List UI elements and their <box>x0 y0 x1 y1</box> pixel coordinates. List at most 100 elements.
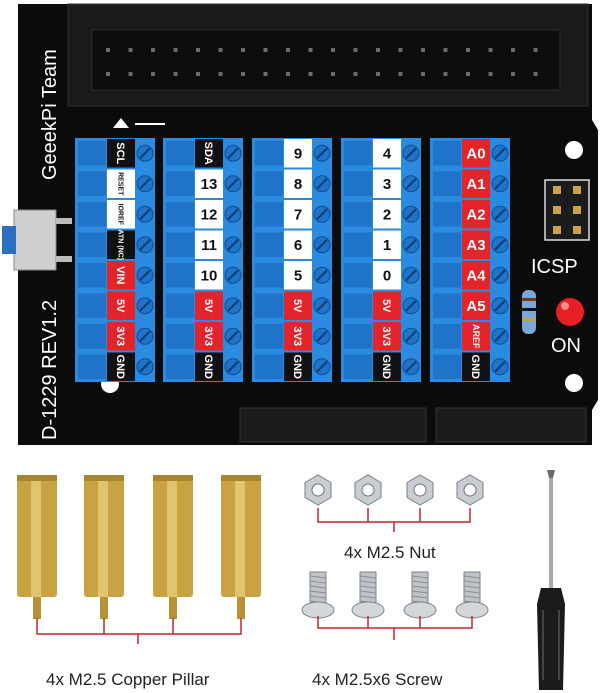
wire-entry <box>255 141 283 166</box>
pin-label: GND <box>469 355 481 380</box>
wire-entry <box>255 232 283 257</box>
pin-label: A3 <box>466 237 485 254</box>
pin-label-bg <box>373 200 401 229</box>
header-pin <box>488 72 493 76</box>
wire-entry <box>255 293 283 318</box>
header-pin <box>488 48 493 52</box>
wire-entry <box>344 324 372 349</box>
thread-line <box>463 575 481 579</box>
header-pin <box>241 72 245 76</box>
screw-slot <box>139 208 151 220</box>
pin-label: 0 <box>383 268 391 285</box>
header-pin <box>241 48 245 52</box>
pin-label: 11 <box>201 237 217 254</box>
screw-slot <box>494 330 506 342</box>
header-pin <box>511 72 515 76</box>
pin-label: 3V3 <box>114 326 126 346</box>
screw-slot <box>227 147 239 159</box>
pin-label: GND <box>202 355 214 380</box>
pin-label-bg <box>462 261 490 290</box>
header-pin <box>443 72 448 76</box>
pin-label: 3V3 <box>291 326 303 346</box>
pin-label: SDA <box>202 142 214 165</box>
wire-entry <box>433 171 461 196</box>
pin-label-bg <box>107 139 135 168</box>
pin-label-bg <box>373 352 401 381</box>
nut-bracket <box>317 508 471 532</box>
screw-slot <box>139 147 151 159</box>
wire-entry <box>166 141 194 166</box>
screw-slot <box>316 147 328 159</box>
pin-label-bg <box>195 139 223 168</box>
pin-label-bg <box>107 169 135 198</box>
header-pin <box>263 48 268 52</box>
pin-label: A5 <box>466 298 485 315</box>
header-pin <box>218 72 223 76</box>
header-pin <box>106 48 110 52</box>
pin-label: 1 <box>383 237 391 254</box>
pin-label-bg <box>462 169 490 198</box>
resistor <box>522 290 536 334</box>
wire-entry <box>255 202 283 227</box>
screw <box>403 571 437 619</box>
header-pin <box>421 72 425 76</box>
pin-label: RESET <box>117 172 124 196</box>
screw-slot <box>139 361 151 373</box>
pillar-thread <box>33 597 41 619</box>
pin-label-bg <box>195 261 223 290</box>
copper-pillar <box>153 475 193 619</box>
header-pin <box>128 48 133 52</box>
nut-hole <box>463 483 477 497</box>
screws <box>301 571 489 619</box>
screw-slot <box>494 208 506 220</box>
rev-label: D-1229 REV1.2 <box>39 300 61 440</box>
pin-label-bg <box>462 139 490 168</box>
thread-line <box>411 585 429 589</box>
pillar-top <box>221 475 261 481</box>
icsp-label: ICSP <box>531 256 578 278</box>
screw-slot <box>405 361 417 373</box>
nut <box>354 474 382 506</box>
pin-label: 5 <box>294 268 302 285</box>
header-pin <box>173 72 178 76</box>
screw-slot <box>316 330 328 342</box>
pin-label-bg <box>195 200 223 229</box>
header-pin <box>196 48 200 52</box>
pin-label-bg <box>373 139 401 168</box>
pin-label-bg <box>462 322 490 351</box>
header-pin <box>308 72 313 76</box>
pin-label-bg <box>462 291 490 320</box>
screw-slot <box>405 269 417 281</box>
wire-entry <box>78 171 106 196</box>
pin-label-bg <box>195 230 223 259</box>
screw-head <box>403 601 437 619</box>
reset-button <box>2 209 72 271</box>
pin-label: 4 <box>383 146 392 163</box>
bottom-header-right <box>435 407 587 443</box>
screw-slot <box>316 239 328 251</box>
screw <box>351 571 385 619</box>
header-pin <box>443 48 448 52</box>
header-pin <box>376 48 380 52</box>
wire-entry <box>344 141 372 166</box>
pin-label: 5V <box>202 299 214 313</box>
nut-hole <box>311 483 325 497</box>
screw-bracket <box>317 616 473 640</box>
screw-slot <box>494 300 506 312</box>
pin-label: A4 <box>466 268 486 285</box>
pin-label: GND <box>291 355 303 380</box>
pin-label: A2 <box>466 207 485 224</box>
pin-label: GND <box>380 355 392 380</box>
wire-entry <box>433 354 461 379</box>
screw-slot <box>316 269 328 281</box>
thread-line <box>309 590 327 594</box>
nut-hole <box>413 483 427 497</box>
bottom-header-left <box>239 407 427 443</box>
wire-entry <box>166 202 194 227</box>
thread-line <box>359 580 377 584</box>
thread-line <box>463 585 481 589</box>
